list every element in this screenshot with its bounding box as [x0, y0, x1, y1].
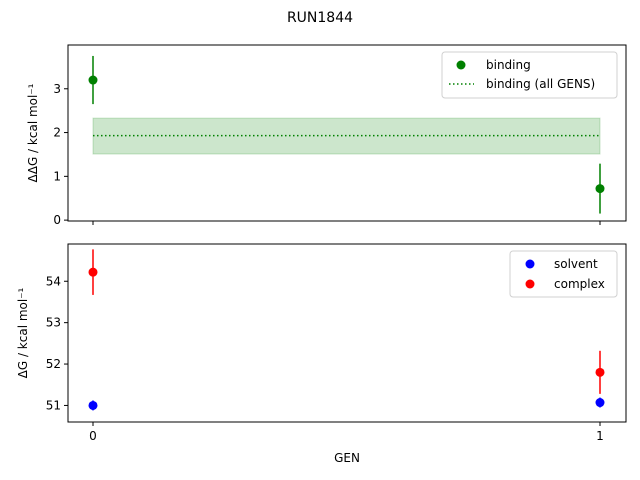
y-tick-label: 0: [53, 213, 61, 227]
bottom-plot-area: [88, 249, 605, 411]
bottom-legend-box: [509, 250, 618, 298]
solvent-point: [88, 400, 98, 410]
legend-complex-marker: [525, 279, 535, 289]
top-legend-box: [441, 51, 618, 99]
bottom-y-axis-label: ΔG / kcal mol⁻¹: [16, 287, 30, 378]
solvent-point: [595, 398, 605, 408]
top-x-ticks: [92, 221, 601, 225]
y-tick-label: 53: [46, 316, 61, 330]
complex-point: [88, 267, 98, 277]
top-panel: 0 1 2 3 ΔΔG / kcal mol⁻¹ binding binding (a…: [26, 44, 627, 227]
bottom-legend: solvent complex: [509, 250, 618, 298]
y-tick-label: 54: [46, 274, 61, 288]
x-tick-label: 1: [596, 429, 604, 443]
binding-point: [88, 75, 98, 85]
bottom-axes-frame: [67, 243, 627, 423]
legend-binding-all-gens-label: binding (all GENS): [486, 77, 595, 91]
y-tick-label: 52: [46, 357, 61, 371]
bottom-y-ticks: 51 52 53 54: [46, 274, 68, 412]
top-legend: binding binding (all GENS): [441, 51, 618, 99]
legend-binding-label: binding: [486, 58, 531, 72]
x-tick-label: 0: [89, 429, 97, 443]
y-tick-label: 1: [53, 169, 61, 183]
complex-point: [595, 367, 605, 377]
legend-solvent-marker: [525, 259, 535, 269]
top-plot-area: [88, 55, 605, 214]
y-tick-label: 3: [53, 82, 61, 96]
legend-solvent-label: solvent: [554, 257, 598, 271]
legend-binding-marker: [456, 60, 466, 70]
y-tick-label: 51: [46, 398, 61, 412]
top-y-axis-label: ΔΔG / kcal mol⁻¹: [26, 83, 40, 182]
legend-complex-label: complex: [554, 277, 605, 291]
top-y-ticks: 0 1 2 3: [53, 82, 68, 227]
y-tick-label: 2: [53, 126, 61, 140]
x-axis-label: GEN: [334, 451, 360, 465]
binding-point: [595, 184, 605, 194]
chart-title: RUN1844: [287, 10, 353, 26]
